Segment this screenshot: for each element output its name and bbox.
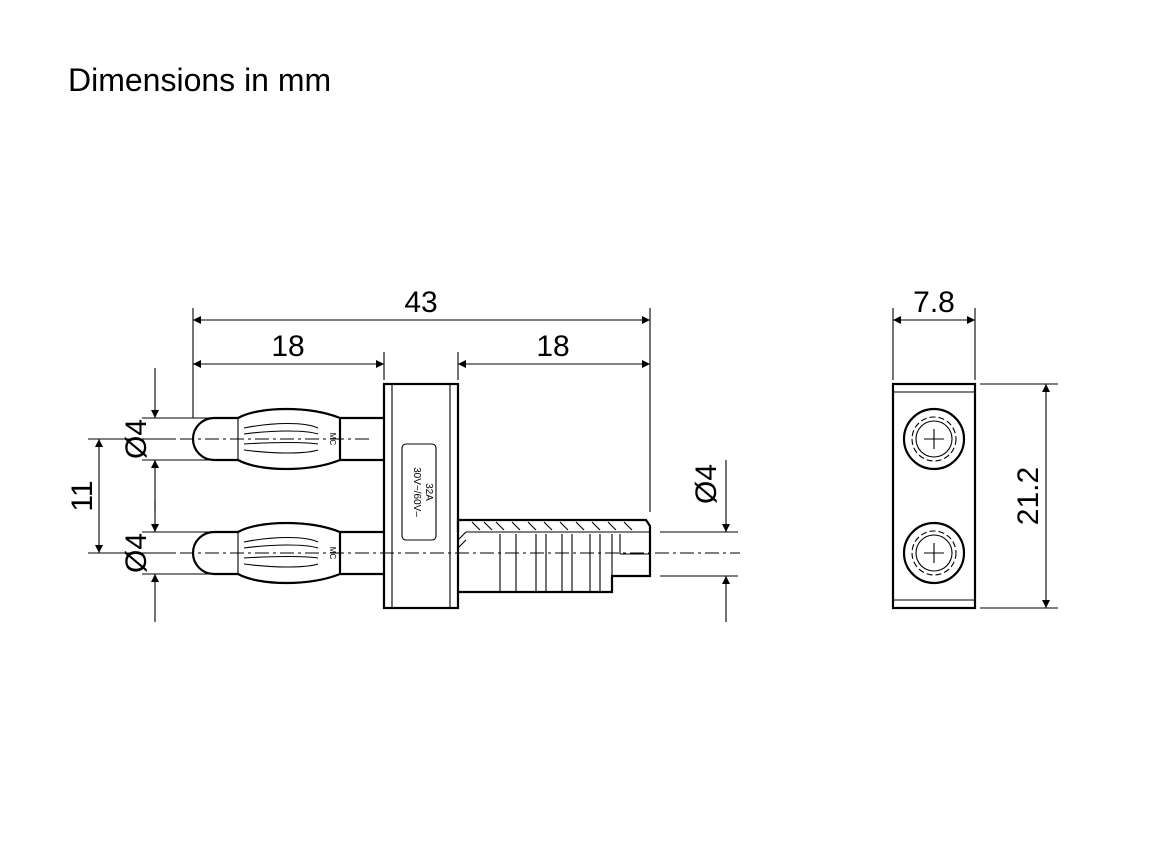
side-view: 7.8 21.2	[891, 286, 1058, 610]
rating-label: 30V~/60V– 32A	[401, 443, 437, 541]
socket-hole-bottom	[902, 521, 966, 585]
dim-plug-length-left: 18	[271, 330, 304, 363]
dim-diameter-bottom: Ø4	[120, 533, 153, 573]
front-view: 30V~/60V– 32A MC MC	[66, 286, 740, 622]
dim-diameter-top: Ø4	[120, 419, 153, 459]
right-socket	[456, 518, 652, 594]
dim-pitch: 11	[66, 480, 99, 511]
svg-text:32A: 32A	[423, 483, 434, 501]
dim-width-side: 7.8	[913, 286, 955, 319]
dim-height-side: 21.2	[1012, 467, 1045, 525]
dim-plug-length-right: 18	[536, 330, 569, 363]
dim-overall-length: 43	[404, 286, 437, 319]
socket-hole-top	[902, 407, 966, 471]
dim-diameter-right: Ø4	[690, 464, 723, 504]
page-title: Dimensions in mm	[68, 62, 332, 98]
connector-body	[382, 382, 460, 610]
svg-text:30V~/60V–: 30V~/60V–	[411, 467, 422, 517]
